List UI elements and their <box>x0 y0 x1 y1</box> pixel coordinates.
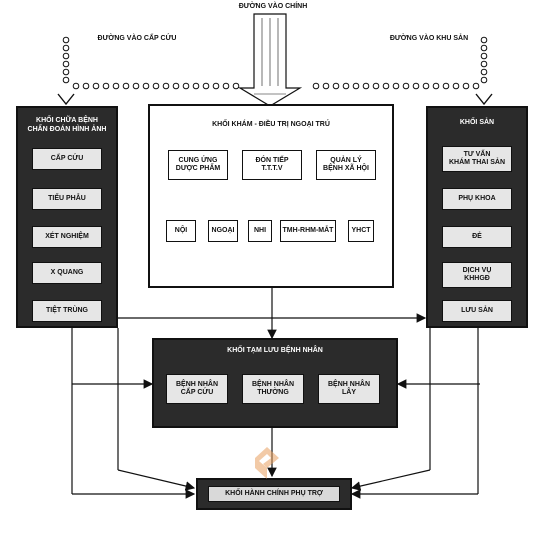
maternity-path-dot <box>392 82 400 90</box>
right-item-1: PHỤ KHOA <box>442 188 512 210</box>
right-item-4: LƯU SẢN <box>442 300 512 322</box>
holding-item-1: BỆNH NHÂN THƯỜNG <box>242 374 304 404</box>
maternity-entrance-label: ĐƯỜNG VÀO KHU SẢN <box>389 35 469 42</box>
center-bottom-item-0: NỘI <box>166 220 196 242</box>
emergency-path-dot <box>92 82 100 90</box>
maternity-path-dot <box>322 82 330 90</box>
emergency-path-dot <box>132 82 140 90</box>
admin-support-block: KHỐI HÀNH CHÍNH PHỤ TRỢ <box>196 478 352 510</box>
maternity-block: KHỐI SẢN <box>426 106 528 328</box>
maternity-path-dot <box>312 82 320 90</box>
emergency-path-dot <box>62 76 70 84</box>
emergency-path-dot <box>62 60 70 68</box>
maternity-path-dot <box>432 82 440 90</box>
emergency-path-dot <box>122 82 130 90</box>
emergency-entry-chevron-icon <box>57 93 75 106</box>
emergency-path-dot <box>62 36 70 44</box>
emergency-path-dot <box>222 82 230 90</box>
left-item-0: CẤP CỨU <box>32 148 102 170</box>
right-item-2: ĐẺ <box>442 226 512 248</box>
center-bottom-item-1: NGOẠI <box>208 220 238 242</box>
maternity-path-dot <box>480 68 488 76</box>
emergency-entrance-label: ĐƯỜNG VÀO CẤP CỨU <box>97 35 177 42</box>
center-top-item-0: CUNG ỨNG DƯỢC PHẨM <box>168 150 228 180</box>
emergency-path-dot <box>182 82 190 90</box>
maternity-path-dot <box>462 82 470 90</box>
center-top-item-2: QUẢN LÝ BỆNH XÃ HỘI <box>316 150 376 180</box>
admin-block-title: KHỐI HÀNH CHÍNH PHỤ TRỢ <box>208 486 340 502</box>
right-item-0: TƯ VẤN KHÁM THAI SẢN <box>442 146 512 172</box>
maternity-path-dot <box>342 82 350 90</box>
holding-item-0: BỆNH NHÂN CẤP CỨU <box>166 374 228 404</box>
emergency-path-dot <box>192 82 200 90</box>
left-block-title: KHỐI CHỮA BỆNH CHẨN ĐOÁN HÌNH ẢNH <box>27 117 107 133</box>
emergency-path-dot <box>202 82 210 90</box>
maternity-path-dot <box>480 52 488 60</box>
maternity-path-dot <box>412 82 420 90</box>
emergency-path-dot <box>212 82 220 90</box>
maternity-path-dot <box>362 82 370 90</box>
emergency-path-dot <box>142 82 150 90</box>
maternity-path-dot <box>472 82 480 90</box>
maternity-path-dot <box>352 82 360 90</box>
emergency-path-dot <box>162 82 170 90</box>
left-item-2: XÉT NGHIỆM <box>32 226 102 248</box>
maternity-path-dot <box>402 82 410 90</box>
treatment-imaging-block: KHỐI CHỮA BỆNH CHẨN ĐOÁN HÌNH ẢNH <box>16 106 118 328</box>
maternity-path-dot <box>372 82 380 90</box>
emergency-path-dot <box>112 82 120 90</box>
watermark-logo-icon <box>255 447 279 479</box>
emergency-path-dot <box>62 52 70 60</box>
left-item-3: X QUANG <box>32 262 102 284</box>
left-item-1: TIỂU PHẪU <box>32 188 102 210</box>
maternity-path-dot <box>422 82 430 90</box>
maternity-path-dot <box>452 82 460 90</box>
maternity-path-dot <box>480 60 488 68</box>
maternity-path-dot <box>480 44 488 52</box>
emergency-path-dot <box>72 82 80 90</box>
center-block-title: KHỐI KHÁM - ĐIỀU TRỊ NGOẠI TRÚ <box>212 121 330 128</box>
maternity-path-dot <box>442 82 450 90</box>
maternity-entry-chevron-icon <box>475 93 493 106</box>
emergency-path-dot <box>82 82 90 90</box>
maternity-path-dot <box>480 76 488 84</box>
left-item-4: TIỆT TRÙNG <box>32 300 102 322</box>
maternity-path-dot <box>382 82 390 90</box>
center-bottom-item-4: YHCT <box>348 220 374 242</box>
right-item-3: DỊCH VỤ KHHGĐ <box>442 262 512 288</box>
holding-block-title: KHỐI TẠM LƯU BỆNH NHÂN <box>227 347 323 354</box>
emergency-path-dot <box>152 82 160 90</box>
right-block-title: KHỐI SẢN <box>459 119 495 126</box>
center-bottom-item-2: NHI <box>248 220 272 242</box>
emergency-path-dot <box>62 44 70 52</box>
main-entrance-label: ĐƯỜNG VÀO CHÍNH <box>238 3 308 10</box>
maternity-path-dot <box>332 82 340 90</box>
emergency-path-dot <box>232 82 240 90</box>
emergency-path-dot <box>102 82 110 90</box>
outpatient-block: KHỐI KHÁM - ĐIỀU TRỊ NGOẠI TRÚ <box>148 104 394 288</box>
emergency-path-dot <box>62 68 70 76</box>
emergency-path-dot <box>172 82 180 90</box>
holding-item-2: BỆNH NHÂN LÂY <box>318 374 380 404</box>
maternity-path-dot <box>480 36 488 44</box>
center-bottom-item-3: TMH-RHM-MẮT <box>280 220 336 242</box>
center-top-item-1: ĐÓN TIẾP T.T.T.V <box>242 150 302 180</box>
